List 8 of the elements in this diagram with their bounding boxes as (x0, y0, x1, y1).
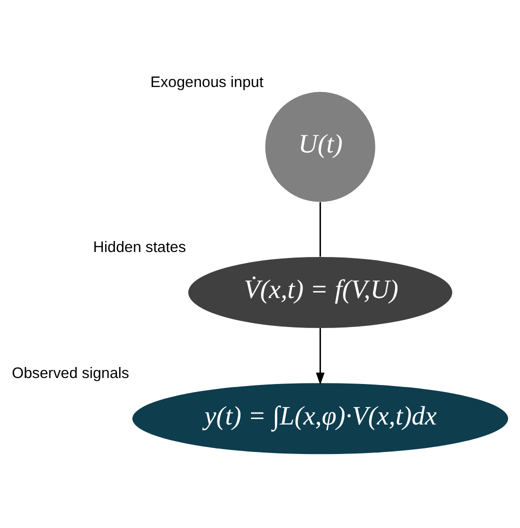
connector (320, 202, 321, 256)
node-ellipse: V̇(x,t) = f(V,U) (188, 256, 452, 328)
node-circle: U(t) (265, 91, 376, 202)
node-ellipse: y(t) = ∫L(x,φ)·V(x,t)dx (132, 382, 508, 454)
node-label: Observed signals (12, 364, 130, 382)
node-label: Exogenous input (150, 73, 264, 90)
arrow (316, 328, 325, 384)
node-label: Hidden states (93, 238, 186, 256)
